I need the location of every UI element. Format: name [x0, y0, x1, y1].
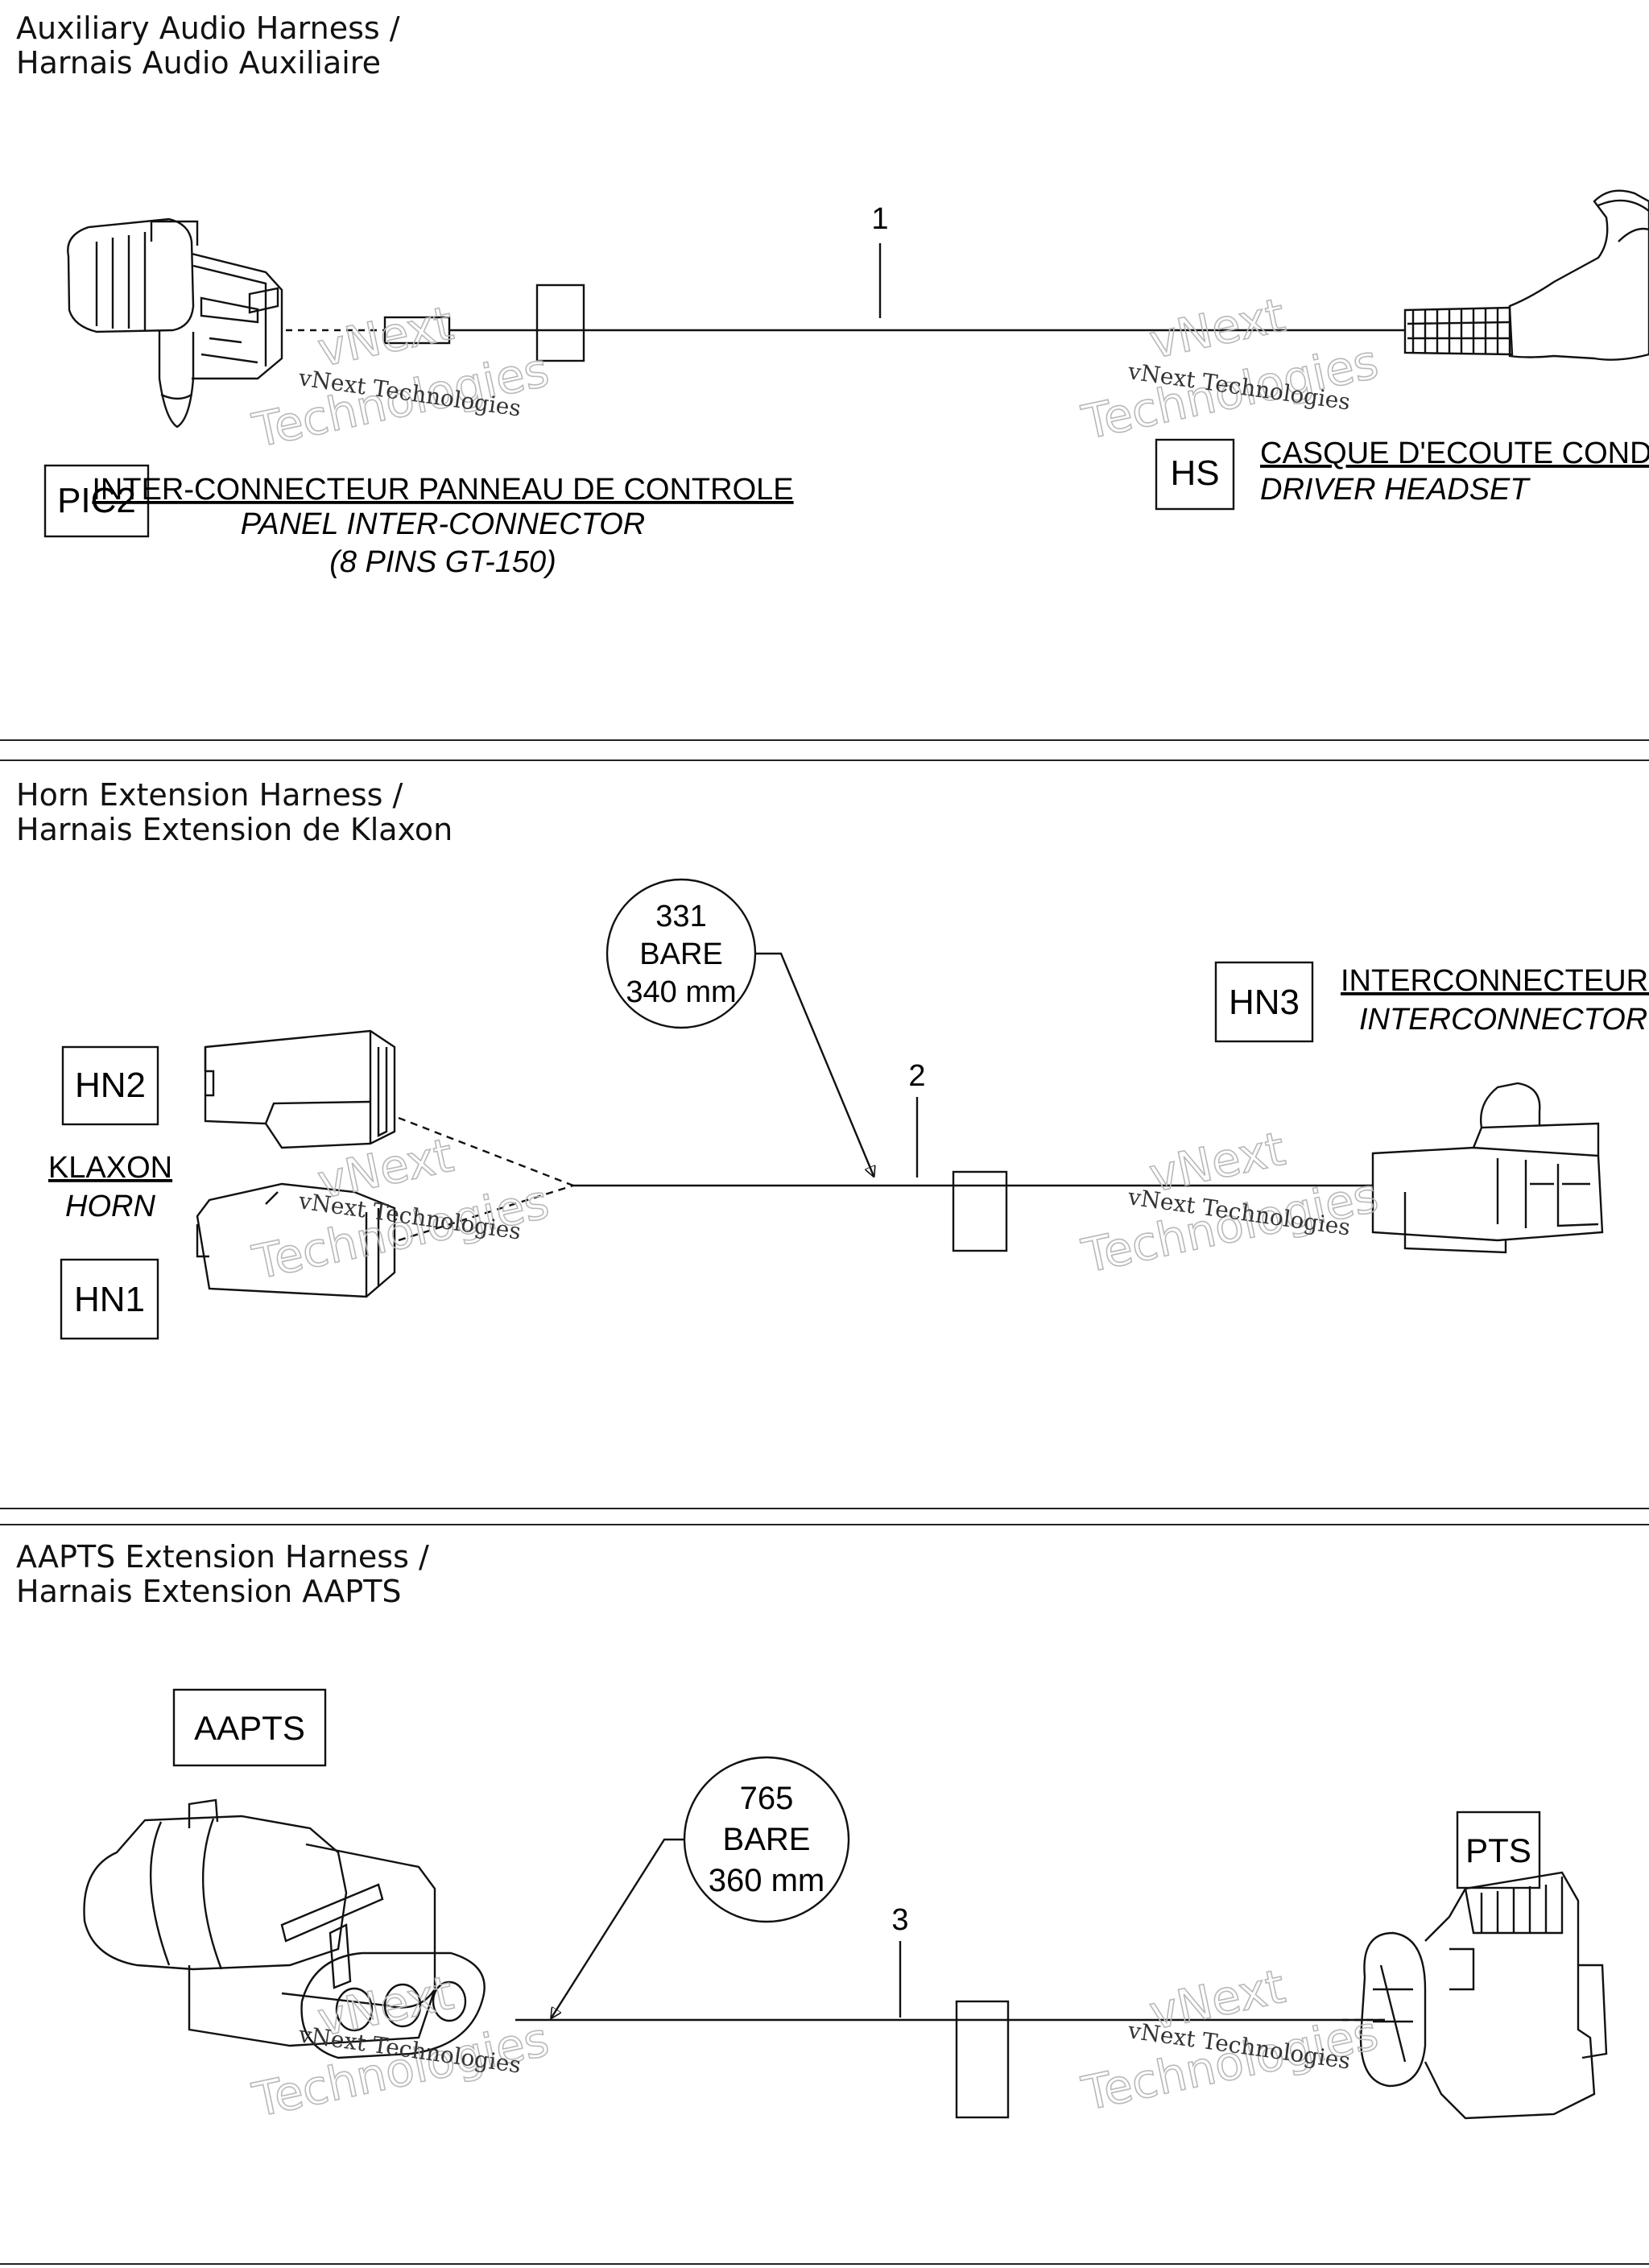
section-divider: [0, 1524, 1649, 1525]
pts-connector-drawing: [1359, 1871, 1608, 2120]
item-3-number: 3: [891, 1903, 908, 1937]
hn2-code-box: [61, 1045, 159, 1126]
hn2-dashed-link: [398, 1116, 574, 1187]
section-3-title-en: AAPTS Extension Harness /: [16, 1539, 429, 1575]
horn-label-fr: KLAXON: [48, 1151, 172, 1185]
pic2-code-box: [43, 464, 150, 538]
section-divider: [0, 759, 1649, 761]
hn2-code: HN2: [75, 1066, 146, 1105]
hn3-label-en: INTERCONNECTOR HORN: [1359, 1003, 1649, 1037]
pic2-connector-drawing: [67, 217, 283, 428]
section-divider: [0, 739, 1649, 741]
section-divider: [0, 1508, 1649, 1509]
aapts-code-box: [172, 1688, 327, 1767]
hs-label-en: DRIVER HEADSET: [1260, 473, 1531, 507]
item-2-number: 2: [908, 1059, 925, 1093]
callout-765-line1: 765: [740, 1781, 794, 1816]
callout-765-leader: [552, 1838, 684, 2018]
callout-765-line3: 360 mm: [709, 1863, 825, 1898]
hs-code-box: [1155, 438, 1235, 511]
item-1-number: 1: [871, 202, 888, 236]
section-3-diagram: [83, 1756, 1608, 2120]
aapts-code: AAPTS: [194, 1709, 305, 1747]
hn1-terminal-drawing: [196, 1182, 396, 1298]
pic2-label-fr: INTER-CONNECTEUR PANNEAU DE CONTROLE: [92, 473, 793, 507]
callout-331-line1: 331: [655, 900, 706, 933]
hn3-code-box: [1214, 961, 1314, 1043]
cable-label-tag: [952, 1170, 1008, 1252]
headset-connector-drawing: [1403, 189, 1649, 361]
section-2-diagram: [196, 878, 1604, 1298]
pts-code-box: [1456, 1811, 1541, 1889]
pic2-label-note: (8 PINS GT-150): [329, 545, 556, 579]
callout-331-line2: BARE: [639, 937, 722, 971]
section-2-title-en: Horn Extension Harness /: [16, 777, 403, 813]
section-1-title-fr: Harnais Audio Auxiliaire: [16, 45, 381, 81]
hs-code: HS: [1170, 453, 1219, 493]
pts-code: PTS: [1465, 1831, 1531, 1869]
section-divider: [0, 2263, 1649, 2265]
hs-label-fr: CASQUE D'ECOUTE CONDUCTEUR: [1260, 437, 1649, 470]
pic2-code: PIC2: [57, 481, 136, 520]
callout-331-line3: 340 mm: [626, 975, 736, 1009]
section-1-diagram: [67, 189, 1649, 428]
hn1-code-box: [60, 1258, 159, 1340]
hn3-code: HN3: [1229, 983, 1300, 1022]
hn3-label-fr: INTERCONNECTEUR KLAXON: [1341, 964, 1649, 998]
callout-765-line2: BARE: [723, 1822, 811, 1857]
pic2-label-en: PANEL INTER-CONNECTOR: [241, 507, 646, 541]
horn-label-en: HORN: [65, 1190, 155, 1223]
hn3-connector-drawing: [1371, 1082, 1604, 1254]
watermark-captions: vNext Technologies vNext Technologies vN…: [296, 358, 1352, 2079]
section-1-title-en: Auxiliary Audio Harness /: [16, 10, 400, 46]
hn2-terminal-drawing: [204, 1029, 396, 1149]
hn1-dashed-link: [398, 1184, 574, 1242]
cable-label-tag: [955, 2000, 1010, 2119]
hn1-code: HN1: [74, 1280, 145, 1319]
section-2-title-fr: Harnais Extension de Klaxon: [16, 812, 453, 847]
section-3-title-fr: Harnais Extension AAPTS: [16, 1574, 402, 1609]
aapts-connector-drawing: [83, 1798, 486, 2059]
callout-331-leader: [755, 952, 874, 1176]
cable-label-tag: [535, 284, 585, 362]
